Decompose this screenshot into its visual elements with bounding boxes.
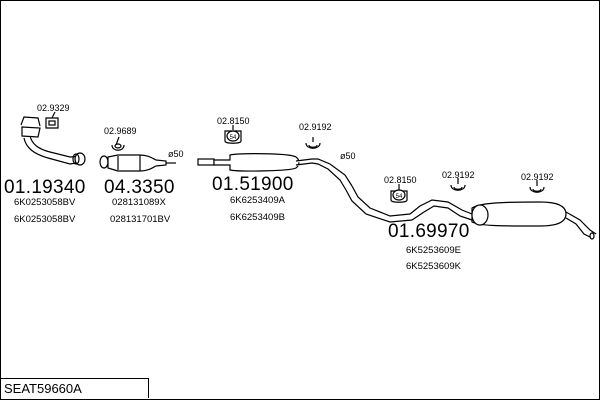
accessory-label-02-9192-b: 02.9192 bbox=[442, 170, 475, 180]
part-1-ref-2: 6K0253058BV bbox=[14, 214, 76, 225]
accessory-label-02-9192-a: 02.9192 bbox=[299, 122, 332, 132]
clamp-02-9689 bbox=[111, 136, 125, 151]
rear-silencer-part bbox=[345, 185, 597, 240]
hanger-02-9192-c bbox=[529, 180, 545, 193]
diameter-label-2: ø50 bbox=[340, 151, 356, 161]
part-3-ref-1: 6K6253409A bbox=[230, 195, 285, 206]
front-pipe-part bbox=[20, 116, 86, 166]
catalytic-converter-part bbox=[99, 154, 176, 172]
clamp-02-8150-b bbox=[390, 184, 408, 203]
accessory-label-02-8150-b: 02.8150 bbox=[384, 175, 417, 185]
part-number-4: 01.69970 bbox=[388, 221, 470, 242]
front-silencer-part bbox=[197, 153, 353, 191]
clamp-02-8150-a bbox=[224, 125, 242, 144]
part-4-ref-1: 6K5253609E bbox=[406, 245, 461, 256]
part-number-2: 04.3350 bbox=[104, 177, 175, 198]
hanger-02-9192-a bbox=[305, 137, 321, 149]
part-4-ref-2: 6K5253609K bbox=[406, 261, 461, 272]
part-number-3: 01.51900 bbox=[212, 174, 294, 195]
part-2-ref-2: 028131701BV bbox=[110, 214, 171, 225]
part-1-ref-1: 6K0253058BV bbox=[14, 197, 76, 208]
diagram-code-label: SEAT59660A bbox=[1, 378, 149, 398]
diameter-label-1: ø50 bbox=[168, 149, 184, 159]
clamp-badge-2: 54 bbox=[396, 194, 403, 200]
hanger-02-9192-b bbox=[450, 178, 466, 191]
part-2-ref-1: 028131089X bbox=[112, 197, 166, 208]
accessory-label-02-9329: 02.9329 bbox=[37, 103, 70, 113]
accessory-label-02-9192-c: 02.9192 bbox=[521, 172, 554, 182]
part-3-ref-2: 6K6253409B bbox=[230, 212, 285, 223]
gasket-02-9329 bbox=[45, 111, 59, 129]
accessory-label-02-9689: 02.9689 bbox=[104, 126, 137, 136]
part-number-1: 01.19340 bbox=[4, 177, 86, 198]
accessory-label-02-8150-a: 02.8150 bbox=[217, 116, 250, 126]
clamp-badge-1: 54 bbox=[230, 135, 237, 141]
